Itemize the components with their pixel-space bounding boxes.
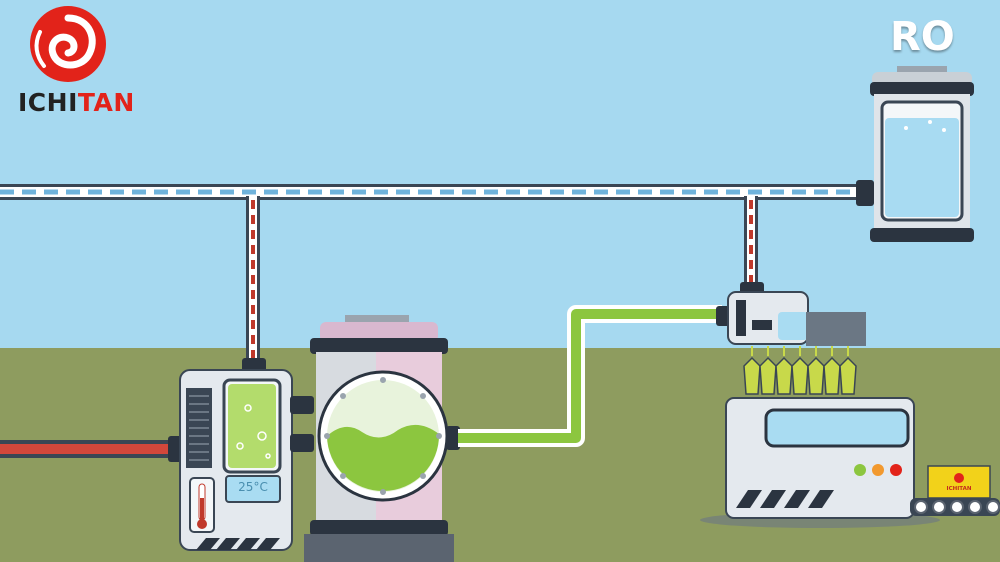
box-brand-label: ICHITAN xyxy=(946,486,972,492)
heater-unit xyxy=(179,358,314,551)
mixing-tank xyxy=(304,315,460,562)
brand-name-part1: ICHI xyxy=(18,88,78,117)
brand-name-part2: TAN xyxy=(77,88,135,117)
temperature-display: 25°C xyxy=(238,480,268,494)
thermometer-icon xyxy=(189,477,215,533)
hot-pipe-left xyxy=(0,436,182,462)
ro-label: RO xyxy=(890,14,955,60)
filler-head xyxy=(716,282,866,356)
heater-inlet-pipe xyxy=(246,196,260,364)
conveyor xyxy=(910,498,1000,516)
sky xyxy=(0,0,1000,350)
brand-logo-text: ICHITAN xyxy=(18,88,135,117)
filling-machine xyxy=(700,397,940,528)
swirl-logo-icon xyxy=(30,6,106,82)
product-box xyxy=(927,465,991,499)
main-water-pipe xyxy=(0,184,860,200)
filler-inlet-pipe xyxy=(744,196,758,286)
ro-tank xyxy=(856,66,974,242)
fill-nozzle-icon xyxy=(743,356,857,395)
